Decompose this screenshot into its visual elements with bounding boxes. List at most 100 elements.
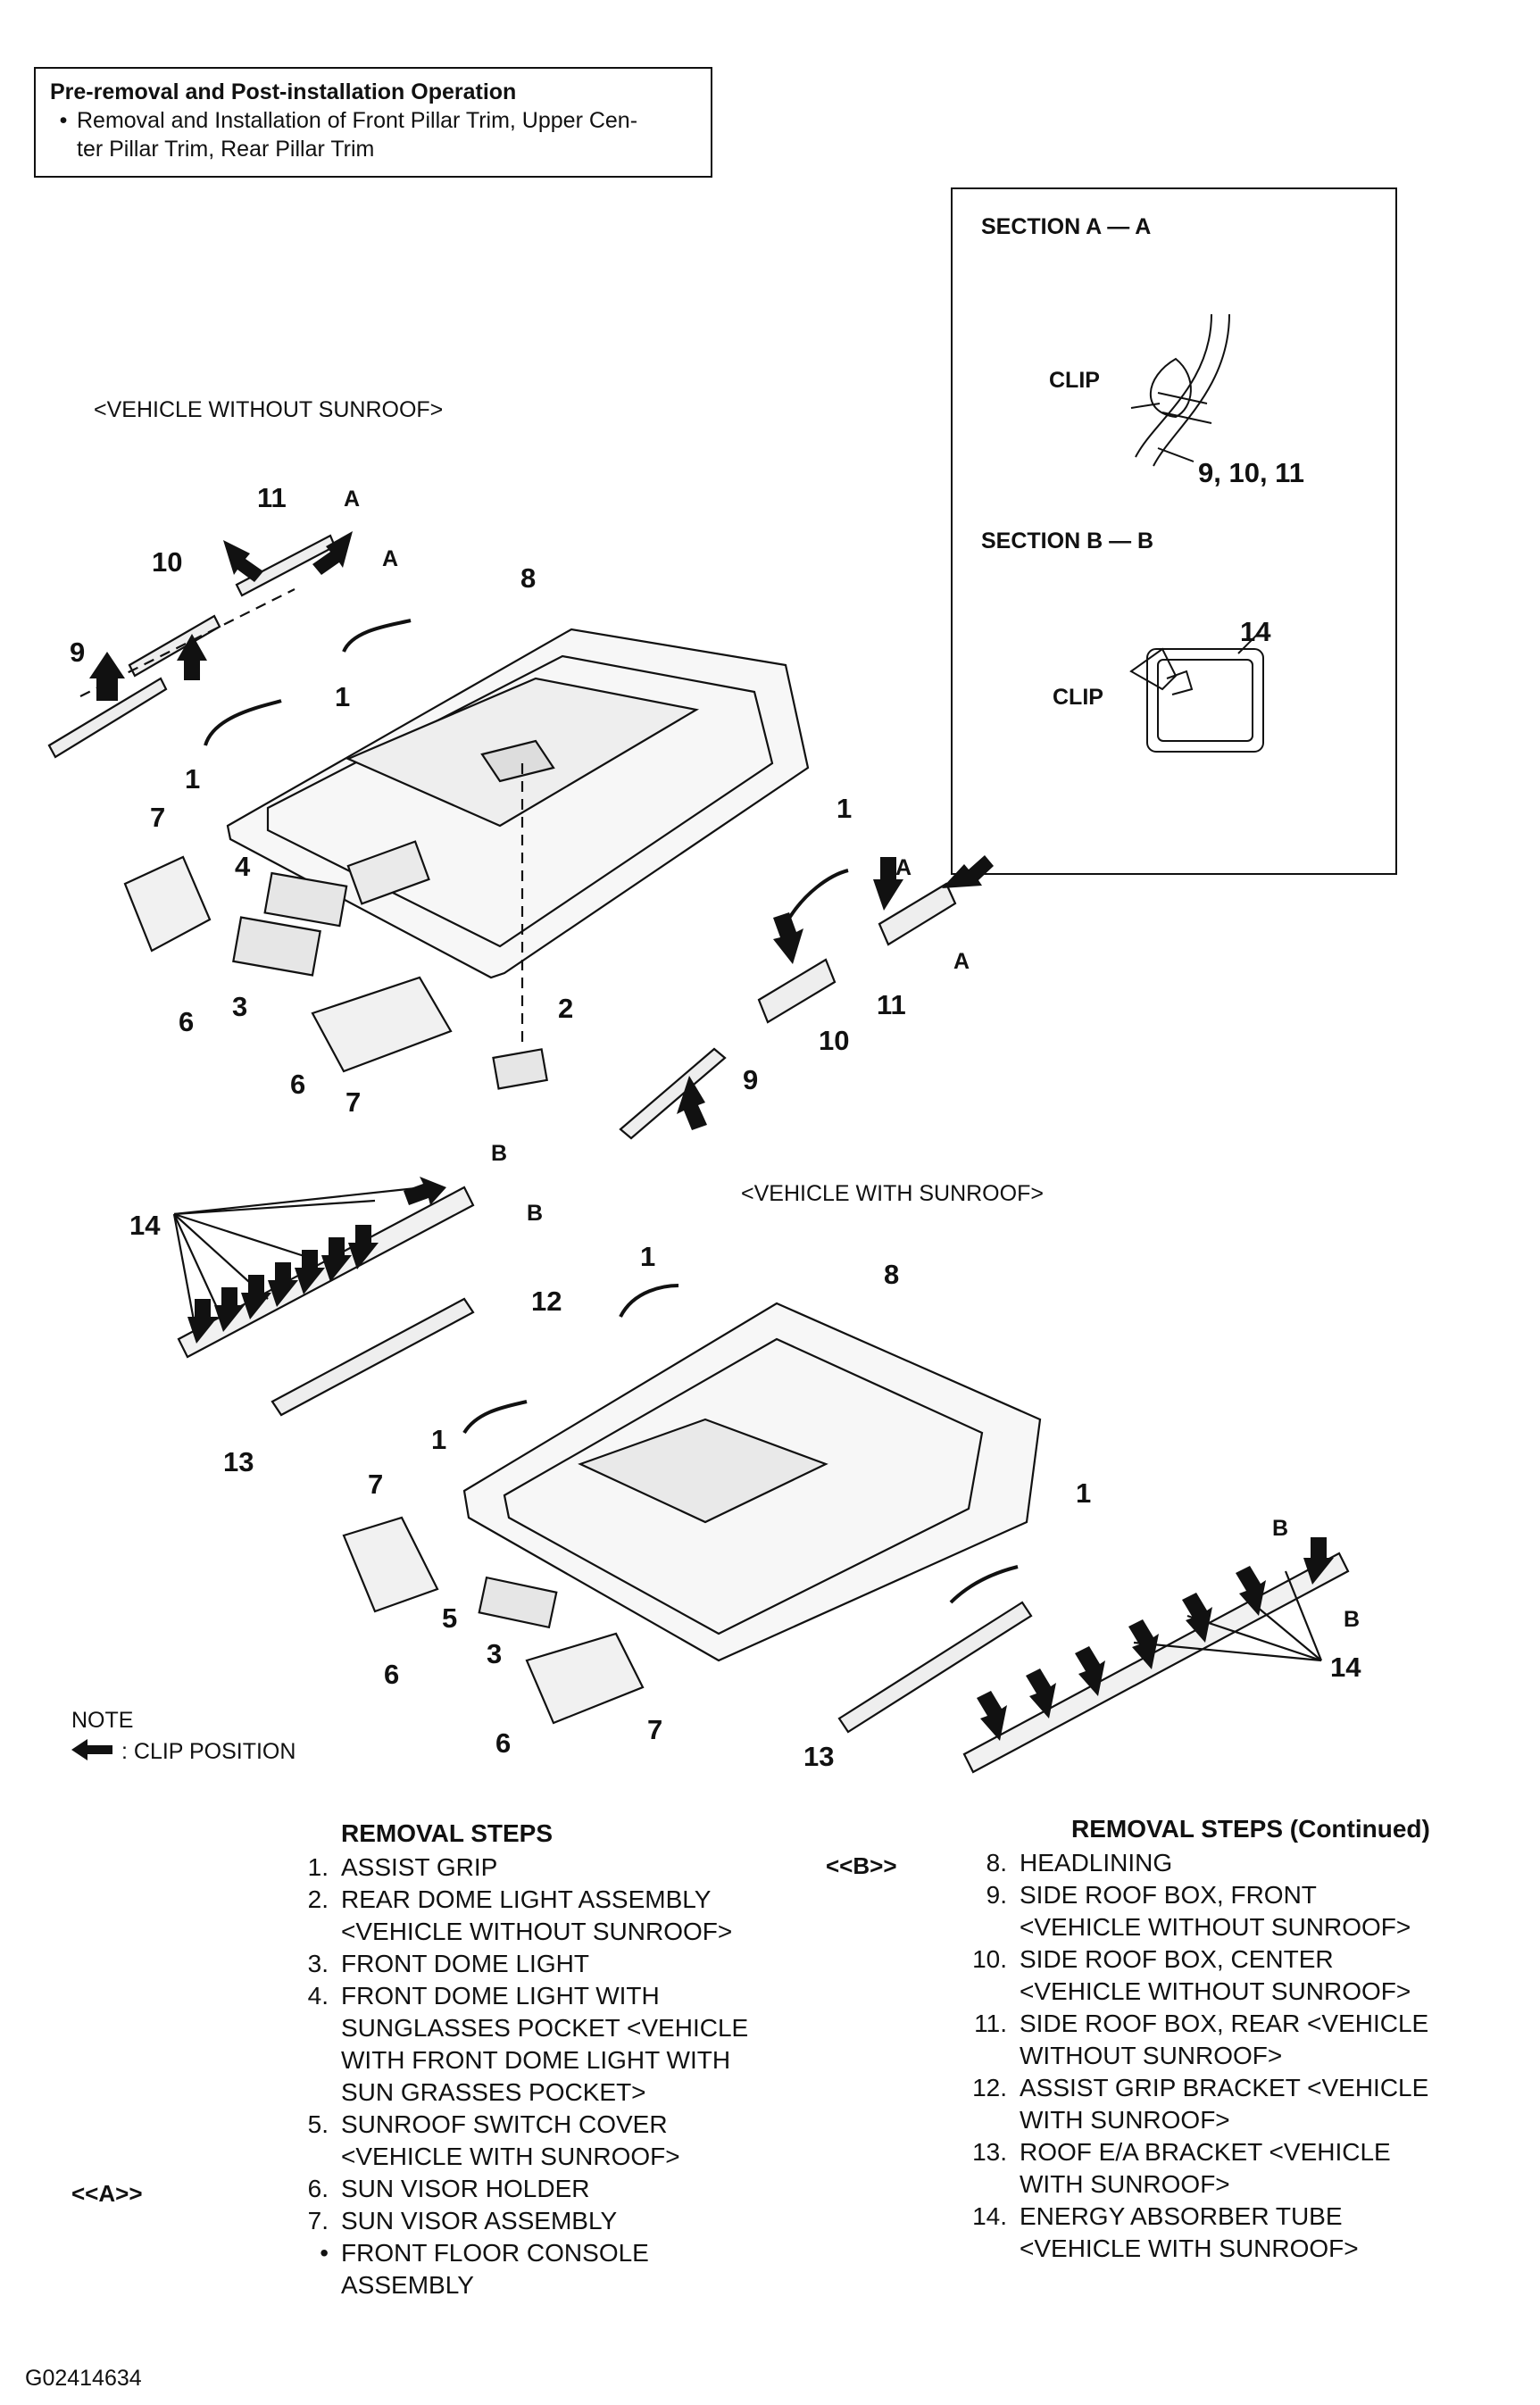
section-a-clip-label: CLIP: [1049, 368, 1100, 393]
notice-bullet: •: [59, 108, 68, 133]
part-number: 9: [743, 1064, 759, 1095]
part-number: 8: [520, 562, 537, 594]
clip-arrow: [321, 1237, 352, 1282]
part-number: 1: [185, 763, 201, 795]
step-number: 14.: [972, 2202, 1007, 2230]
part-number: 1: [640, 1241, 656, 1272]
clip-arrow: [268, 1262, 298, 1307]
section-letter: A: [382, 546, 399, 571]
step-text: ASSIST GRIP: [341, 1853, 498, 1881]
view-label-without-sunroof: <VEHICLE WITHOUT SUNROOF>: [94, 397, 444, 422]
clip-arrow: [404, 1177, 446, 1205]
step-text: ROOF E/A BRACKET <VEHICLE: [1020, 2138, 1391, 2166]
clip-arrow: [89, 652, 125, 701]
clip-arrow: [677, 1076, 707, 1130]
step-number: 13.: [972, 2138, 1007, 2166]
step-text: FRONT DOME LIGHT: [341, 1950, 589, 1977]
part-number: 10: [152, 546, 183, 578]
part-number: 11: [877, 989, 906, 1020]
clip-arrow: [348, 1225, 379, 1269]
step-text: <VEHICLE WITHOUT SUNROOF>: [1020, 1913, 1411, 1941]
sun-visor-right: [311, 976, 453, 1073]
step-text: HEADLINING: [1020, 1849, 1173, 1877]
clip-arrow: [773, 912, 803, 964]
clip-arrow: [942, 855, 994, 888]
step-text: SUN GRASSES POCKET>: [341, 2078, 646, 2106]
removal-step-continuation: WITH SUNROOF>: [955, 2168, 1536, 2201]
clip-arrow: [1182, 1593, 1212, 1643]
removal-step: 11.SIDE ROOF BOX, REAR <VEHICLE: [955, 2008, 1536, 2040]
clip-arrow: [1128, 1619, 1159, 1669]
pre-removal-notice: Pre-removal and Post-installation Operat…: [34, 67, 712, 178]
step-text: <VEHICLE WITH SUNROOF>: [341, 2143, 680, 2170]
removal-step: 5. SUNROOF SWITCH COVER: [277, 2109, 830, 2141]
sunroof-opening: [578, 1418, 828, 1524]
part-number: 1: [837, 793, 853, 824]
clip-arrow: [177, 634, 207, 680]
step-text: SUN VISOR HOLDER: [341, 2175, 590, 2202]
section-letter: A: [344, 487, 361, 512]
section-b-clip-label: CLIP: [1053, 685, 1103, 710]
removal-steps-list: 1. ASSIST GRIP 2. REAR DOME LIGHT ASSEMBLY <…: [277, 1852, 830, 2301]
step-text: ASSIST GRIP BRACKET <VEHICLE: [1020, 2074, 1429, 2101]
removal-step-continuation: <VEHICLE WITH SUNROOF>: [277, 2141, 830, 2173]
step-text: <VEHICLE WITH SUNROOF>: [1020, 2234, 1359, 2262]
step-text: SUNGLASSES POCKET <VEHICLE: [341, 2014, 749, 2042]
section-a-title: SECTION A — A: [981, 214, 1152, 239]
removal-step-continuation: WITHOUT SUNROOF>: [955, 2040, 1536, 2072]
step-number: 8.: [986, 1849, 1007, 1877]
notice-title: Pre-removal and Post-installation Operat…: [50, 79, 517, 104]
step-number: 5.: [307, 2110, 329, 2138]
clip-arrow-icon: [71, 1739, 116, 1767]
notice-line-2: ter Pillar Trim, Rear Pillar Trim: [77, 137, 375, 162]
step-number: 1.: [307, 1853, 329, 1881]
figure-id: G02414634: [25, 2366, 142, 2391]
section-letter: A: [895, 855, 912, 880]
step-text: SUNROOF SWITCH COVER: [341, 2110, 668, 2138]
section-letter: B: [527, 1201, 544, 1226]
removal-step: 7. SUN VISOR ASSEMBLY: [277, 2205, 830, 2237]
removal-steps-continued-title: REMOVAL STEPS (Continued): [1071, 1815, 1430, 1843]
part-number: 11: [257, 482, 287, 513]
clip-arrow: [1303, 1537, 1334, 1585]
side-roof-box-9: [47, 677, 168, 759]
step-text: REAR DOME LIGHT ASSEMBLY: [341, 1885, 712, 1913]
part-number: 6: [495, 1727, 512, 1759]
step-text: FRONT DOME LIGHT WITH: [341, 1982, 660, 2010]
removal-step: 13. ROOF E/A BRACKET <VEHICLE: [955, 2136, 1536, 2168]
step-text: ENERGY ABSORBER TUBE: [1020, 2202, 1343, 2230]
step-number: 4.: [307, 1982, 329, 2010]
part-number: 1: [431, 1424, 447, 1455]
step-number: 11.: [974, 2010, 1007, 2037]
step-text: <VEHICLE WITHOUT SUNROOF>: [1020, 1977, 1411, 2005]
section-b-part-label: 14: [1240, 616, 1271, 647]
removal-step: 2. REAR DOME LIGHT ASSEMBLY: [277, 1884, 830, 1916]
part-number: 1: [335, 681, 351, 712]
removal-step-continuation: <VEHICLE WITHOUT SUNROOF>: [955, 1911, 1536, 1943]
step-text: WITH SUNROOF>: [1020, 2106, 1230, 2134]
part-number: 6: [179, 1006, 195, 1037]
clip-arrow: [1026, 1669, 1056, 1718]
clip-arrow: [312, 531, 353, 575]
section-letter: B: [491, 1141, 508, 1166]
step-number: 7.: [307, 2207, 329, 2234]
part-number: 4: [235, 851, 251, 882]
step-number: 2.: [307, 1885, 329, 1913]
step-text: SIDE ROOF BOX, CENTER: [1020, 1945, 1334, 1973]
removal-step: 3.FRONT DOME LIGHT: [277, 1948, 830, 1980]
removal-step: 12. ASSIST GRIP BRACKET <VEHICLE: [955, 2072, 1536, 2104]
part-number: 9: [70, 637, 86, 668]
part-number: 7: [647, 1714, 663, 1745]
step-text: WITHOUT SUNROOF>: [1020, 2042, 1283, 2069]
removal-step-continuation: SUN GRASSES POCKET>: [277, 2076, 830, 2109]
part-number: 6: [290, 1069, 306, 1100]
step-number: 12.: [972, 2074, 1007, 2101]
clip-arrow: [241, 1275, 271, 1319]
part-number: 6: [384, 1659, 400, 1690]
step-text: SUN VISOR ASSEMBLY: [341, 2207, 618, 2234]
section-letter: B: [1344, 1607, 1361, 1632]
view-label-with-sunroof: <VEHICLE WITH SUNROOF>: [741, 1181, 1044, 1206]
